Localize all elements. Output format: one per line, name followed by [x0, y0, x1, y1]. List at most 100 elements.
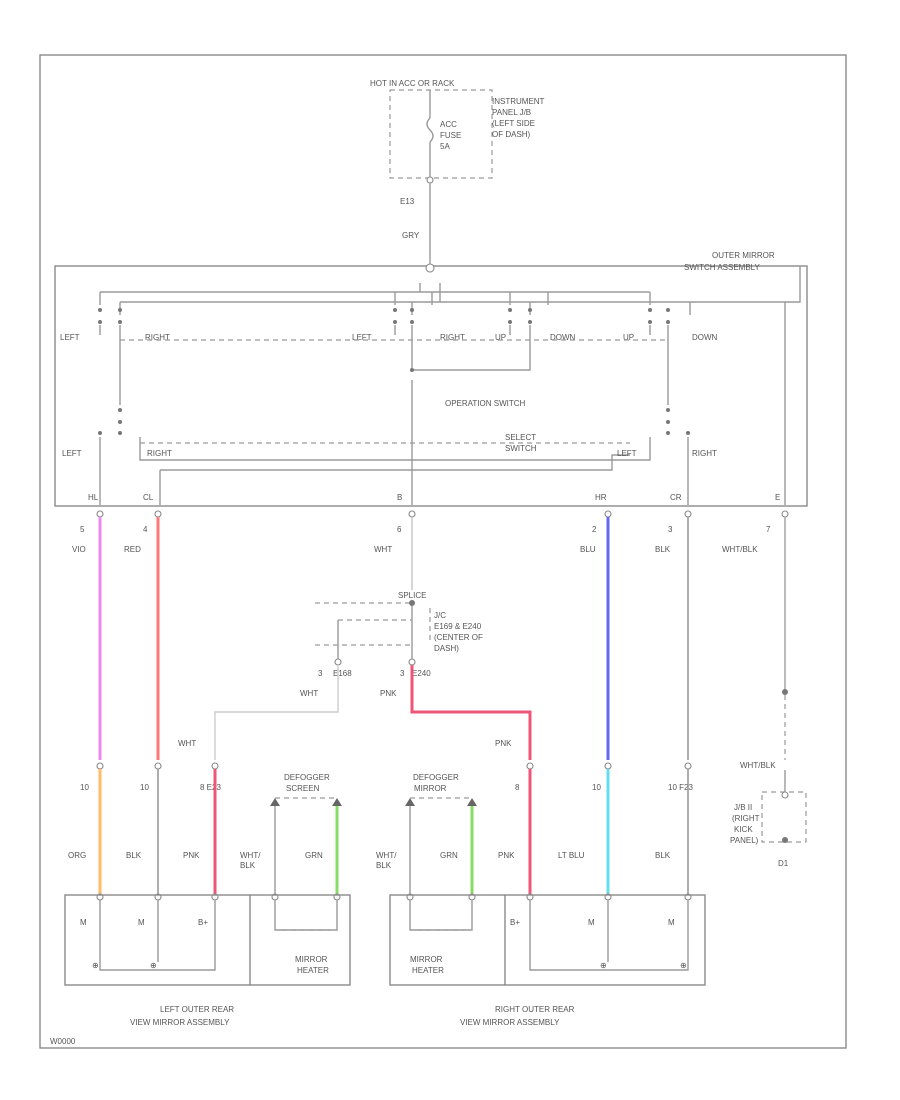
left-conn-3: 8 E23: [200, 783, 221, 792]
lower-left-4: WHT/BLK: [240, 851, 261, 870]
pin-hl: HL: [88, 493, 99, 502]
defogger-right-label-2: MIRROR: [414, 784, 447, 793]
right-heater-label-2: HEATER: [412, 966, 444, 975]
fuse-source-label: HOT IN ACC OR RACK: [370, 79, 455, 88]
bottom-label-left-b: LEFT: [617, 449, 637, 458]
defogger-right-label-1: DEFOGGER: [413, 773, 459, 782]
right-conn-1: 8: [515, 783, 520, 792]
left-heater-label-2: HEATER: [297, 966, 329, 975]
operation-switch-label: OPERATION SWITCH: [445, 399, 526, 408]
select-switch-label-1: SELECT: [505, 433, 536, 442]
junction-label-1: J/C: [434, 611, 446, 620]
junction-right-wire: PNK: [380, 689, 397, 698]
left-mirror-caption-1: LEFT OUTER REAR: [160, 1005, 234, 1014]
top-label-up-b: UP: [623, 333, 634, 342]
left-mirror-pin-3: B+: [198, 918, 208, 927]
defogger-right: DEFOGGER MIRROR: [405, 773, 477, 895]
bottom-label-right-a: RIGHT: [147, 449, 172, 458]
wire-name-vio: VIO: [72, 545, 86, 554]
wire-name-blk: BLK: [655, 545, 671, 554]
wire-name-whtblk: WHT/BLK: [722, 545, 758, 554]
top-label-down: DOWN: [692, 333, 718, 342]
mid-pnk-right: PNK: [495, 739, 512, 748]
fuse-wire: GRY: [402, 231, 420, 240]
lower-left-2: BLK: [126, 851, 142, 860]
fuse-label-2: FUSE: [440, 131, 461, 140]
arrow-icon: [405, 798, 415, 806]
select-switch-label-2: SWITCH: [505, 444, 537, 453]
wire-num-red: 4: [143, 525, 148, 534]
pin-cl: CL: [143, 493, 154, 502]
top-contacts: [98, 308, 670, 324]
left-mirror-pin-1: M: [80, 918, 87, 927]
outer-frame: [39, 54, 847, 1049]
switch-assembly-label-1: OUTER MIRROR: [712, 251, 775, 260]
mid-wht-left: WHT: [178, 739, 196, 748]
fuse-block: HOT IN ACC OR RACK ACC FUSE 5A INSTRUMEN…: [370, 79, 545, 265]
pin-cr: CR: [670, 493, 682, 502]
right-mirror-pin-3: M: [668, 918, 675, 927]
bottom-contacts: [98, 408, 690, 435]
upper-wires: 5 VIO 4 RED 6 WHT 2 BLU 3 BLK 7 WHT/BLK: [72, 510, 789, 760]
junction-left-wire: WHT: [300, 689, 318, 698]
junction: SPLICE J/C E169 & E240 (CENTER OF DASH) …: [300, 591, 483, 698]
top-label-right: RIGHT: [440, 333, 465, 342]
wire-name-red: RED: [124, 545, 141, 554]
defogger-left-label-2: SCREEN: [286, 784, 320, 793]
figure-id: W0000: [50, 1037, 76, 1046]
panel-label-4: OF DASH): [492, 130, 531, 139]
defogger-left: DEFOGGER SCREEN: [270, 773, 342, 895]
junction-name: SPLICE: [398, 591, 426, 600]
wire-pink-right: [410, 665, 532, 760]
wire-name-wht: WHT: [374, 545, 392, 554]
fuse-label-1: ACC: [440, 120, 457, 129]
left-conn-2: 10: [140, 783, 149, 792]
bottom-label-left: LEFT: [62, 449, 82, 458]
left-mirror-caption-2: VIEW MIRROR ASSEMBLY: [130, 1018, 230, 1027]
right-mirror-pin-1: B+: [510, 918, 520, 927]
wire-num-whtblk: 7: [766, 525, 771, 534]
wire-num-wht: 6: [397, 525, 402, 534]
defogger-left-label-1: DEFOGGER: [284, 773, 330, 782]
lower-left-1: ORG: [68, 851, 86, 860]
junction-left-conn: E168: [333, 669, 352, 678]
wire-name-blu: BLU: [580, 545, 596, 554]
motor-icon: ⊕: [92, 961, 99, 970]
right-mirror-caption-1: RIGHT OUTER REAR: [495, 1005, 575, 1014]
wire-num-blk: 3: [668, 525, 673, 534]
left-conn-1: 10: [80, 783, 89, 792]
ground-label-1: J/B II: [734, 803, 752, 812]
ground-label-3: KICK: [734, 825, 753, 834]
panel-label-3: (LEFT SIDE: [492, 119, 535, 128]
top-label-up: UP: [495, 333, 506, 342]
left-heater-label-1: MIRROR: [295, 955, 328, 964]
right-mirror-assembly: MIRROR HEATER B+ M M ⊕ ⊕: [389, 894, 706, 986]
lower-left-5: GRN: [305, 851, 323, 860]
right-mirror-caption-2: VIEW MIRROR ASSEMBLY: [460, 1018, 560, 1027]
left-mirror-assembly: M M B+ ⊕ ⊕ MIRROR HEATER: [64, 894, 351, 986]
motor-icon: ⊕: [680, 961, 687, 970]
left-mirror-pin-2: M: [138, 918, 145, 927]
fuse-icon: [426, 117, 434, 143]
top-label-left-b: LEFT: [352, 333, 372, 342]
panel-label-1: INSTRUMENT: [492, 97, 545, 106]
junction-label-2: E169 & E240: [434, 622, 482, 631]
lower-right-1: WHT/BLK: [376, 851, 397, 870]
right-conn-3: 10 F23: [668, 783, 693, 792]
top-label-left: LEFT: [60, 333, 80, 342]
right-heater-label-1: MIRROR: [410, 955, 443, 964]
switch-assembly-label-2: SWITCH ASSEMBLY: [684, 263, 761, 272]
ground-wire-label: WHT/BLK: [740, 761, 776, 770]
ground-label-4: PANEL): [730, 836, 759, 845]
arrow-icon: [332, 798, 342, 806]
lower-right-2: GRN: [440, 851, 458, 860]
top-label-right-a: RIGHT: [145, 333, 170, 342]
wire-num-vio: 5: [80, 525, 85, 534]
junction-label-3: (CENTER OF: [434, 633, 483, 642]
motor-icon: ⊕: [150, 961, 157, 970]
junction-right-pin: 3: [400, 669, 405, 678]
arrow-icon: [270, 798, 280, 806]
junction-left-pin: 3: [318, 669, 323, 678]
lower-left-3: PNK: [183, 851, 200, 860]
